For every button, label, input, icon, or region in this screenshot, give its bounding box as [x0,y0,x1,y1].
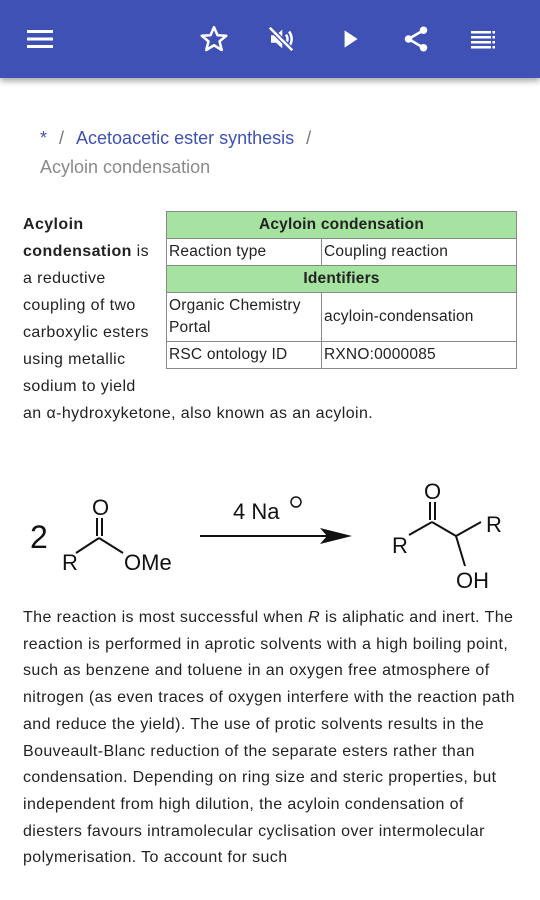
reaction-coefficient: 2 [30,519,48,555]
reactant-r-label: R [62,550,78,575]
infobox-key-reaction-type: Reaction type [166,238,322,266]
infobox-value-ocp[interactable]: acyloin-condensation [321,292,517,342]
breadcrumb: * / Acetoacetic ester synthesis / Acyloin c… [40,128,323,178]
infobox-value-rsc[interactable]: RXNO:0000085 [321,341,517,369]
mute-button[interactable] [261,19,301,59]
infobox-value-reaction-type[interactable]: Coupling reaction [321,238,517,266]
share-icon [404,26,428,52]
breadcrumb-parent-link[interactable]: Acetoacetic ester synthesis [76,128,295,148]
product-r2-label: R [486,512,502,537]
infobox-key-ocp[interactable]: Organic Chemistry Portal [166,292,322,342]
play-icon [344,30,358,48]
star-outline-icon [200,25,228,52]
radical-dot-icon [290,496,302,508]
reactant-oxygen-label: O [92,495,109,520]
infobox-identifiers-heading: Identifiers [166,265,517,293]
breadcrumb-separator: / [59,128,65,148]
breadcrumb-current: Acyloin condensation [40,157,211,177]
list-icon [471,31,495,49]
volume-off-icon [267,25,295,53]
share-button[interactable] [396,19,436,59]
product-oh-label: OH [456,568,489,593]
lead-bold-title: Acyloin condensation [23,216,132,260]
body-text-part1: The reaction is most successful when [23,609,309,626]
reactant-ome-label: OMe [124,550,172,575]
hamburger-menu-icon [27,30,53,48]
favorite-button[interactable] [194,19,234,59]
infobox-key-rsc[interactable]: RSC ontology ID [166,341,322,369]
breadcrumb-root-link[interactable]: * [40,128,48,148]
play-button[interactable] [330,19,370,59]
reagent-label: 4 Na [233,499,280,524]
breadcrumb-separator: / [306,128,312,148]
product-oxygen-label: O [424,479,441,504]
menu-button[interactable] [20,19,60,59]
article-lead: Acyloin condensation Reaction type Coupl… [23,211,523,427]
infobox-title: Acyloin condensation [166,211,517,239]
contents-button[interactable] [463,19,503,59]
body-r-italic: R [308,609,321,626]
body-text-part2: is aliphatic and inert. The reaction is … [23,609,515,867]
reaction-scheme: 2 O R OMe 4 Na O R R OH [30,479,502,593]
product-r1-label: R [392,533,408,558]
reaction-arrow-head [320,528,352,544]
app-bar [0,0,540,78]
lead-text: is a reductive coupling of two carboxyli… [23,243,374,422]
infobox: Acyloin condensation Reaction type Coupl… [166,211,517,369]
article-body-paragraph: The reaction is most successful when R i… [23,605,523,872]
